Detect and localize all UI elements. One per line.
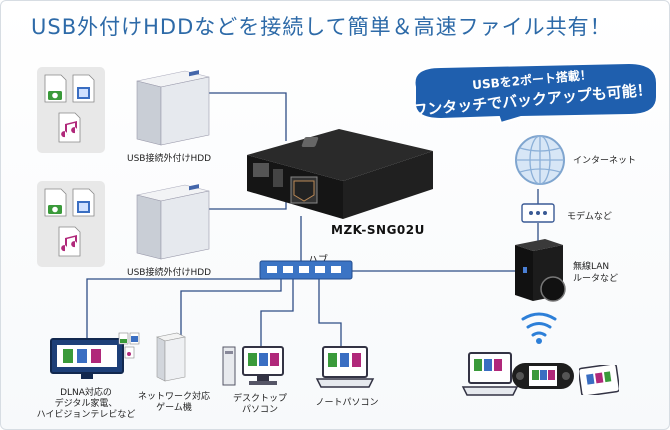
wifi-icon (521, 312, 557, 344)
video-file-icon (72, 188, 95, 217)
wireless-laptop (461, 352, 519, 396)
router-label-line2: ルータなど (573, 274, 619, 284)
hub-port (331, 266, 341, 273)
desktop-pc (222, 346, 284, 386)
desktop-label-line2: パソコン (241, 405, 278, 415)
tv-label-line3: ハイビジョンテレビなど (36, 410, 136, 420)
hub-port (299, 266, 309, 273)
portable-game-console (512, 363, 574, 389)
nas-adapter-device (247, 129, 433, 219)
status-led (523, 267, 527, 273)
external-hdd-top (136, 70, 210, 146)
model-name: MZK-SNG02U (331, 223, 425, 237)
notebook-label: ノートパソコン (315, 398, 379, 408)
modem-icon (521, 203, 555, 223)
hd-television (50, 338, 124, 379)
globe-icon (515, 135, 565, 185)
usb-port-icon (253, 163, 269, 177)
internet-label: インターネット (573, 156, 637, 166)
tv-label-line2: デジタル家電、 (54, 399, 118, 409)
image-file-icon (44, 188, 67, 217)
music-file-icon (58, 226, 81, 257)
hub-port (283, 266, 293, 273)
switching-hub (259, 260, 353, 280)
hdd-top-label: USB接続外付けHDD (127, 154, 212, 164)
file-card-bottom (37, 181, 105, 267)
usb-callout: USBを2ポート搭載！ ワンタッチでバックアップも可能！ (401, 61, 663, 123)
callout-balloon (413, 61, 658, 123)
hub-port (315, 266, 325, 273)
notebook-pc (315, 346, 375, 388)
game-console (118, 332, 186, 382)
hub-port (267, 266, 277, 273)
headline: USB外付けHDDなどを接続して簡単＆高速ファイル共有！ (31, 15, 612, 39)
desktop-label-line1: デスクトップ (232, 394, 287, 404)
external-hdd-bottom (136, 184, 210, 260)
music-file-icon (58, 112, 81, 143)
console-label-line1: ネットワーク対応 (137, 392, 210, 402)
tv-label-line1: DLNA対応の (60, 388, 112, 398)
image-file-icon (44, 74, 67, 103)
logo-mark (301, 137, 319, 147)
console-label-line2: ゲーム機 (156, 403, 192, 413)
file-icons (118, 332, 140, 359)
router-label-line1: 無線LAN (573, 262, 610, 272)
file-card-top (37, 67, 105, 153)
modem-label: モデムなど (567, 212, 612, 222)
video-file-icon (72, 74, 95, 103)
usb-port-icon (273, 169, 283, 187)
hdd-bottom-label: USB接続外付けHDD (127, 268, 212, 278)
wireless-router (515, 239, 566, 302)
tablet-device (579, 365, 619, 395)
